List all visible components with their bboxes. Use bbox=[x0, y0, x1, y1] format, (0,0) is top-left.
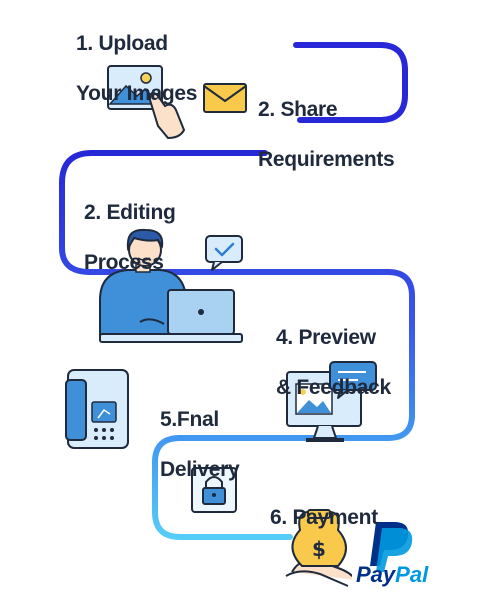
photo-upload-icon bbox=[107, 65, 186, 140]
money-bag-icon: $ bbox=[285, 509, 357, 587]
paypal-pay: Pay bbox=[356, 562, 396, 587]
step-delivery-label: 5.Fnal Delivery bbox=[160, 382, 240, 507]
chat-check-icon bbox=[205, 235, 243, 271]
person-laptop-icon bbox=[99, 228, 243, 343]
process-path bbox=[293, 42, 408, 123]
step-preview-line1: 4. Preview bbox=[276, 326, 376, 349]
step-editing-line1: 2. Editing bbox=[84, 201, 176, 224]
step-share-label: 2. Share Requirements bbox=[258, 72, 395, 197]
step-editing-label: 2. Editing Process bbox=[84, 175, 176, 300]
step-delivery-line2: Delivery bbox=[160, 458, 240, 481]
step-upload-line1: 1. Upload bbox=[76, 32, 168, 55]
process-path-main bbox=[59, 150, 415, 540]
step-upload-label: 1. Upload Your Images bbox=[76, 6, 197, 131]
paypal-logo bbox=[352, 508, 442, 588]
step-preview-line2: & Feedback bbox=[276, 376, 391, 399]
step-payment-line1: 6. Payment bbox=[270, 506, 378, 529]
step-upload-line2: Your Images bbox=[76, 82, 198, 105]
step-preview-label: 4. Preview & Feedback bbox=[276, 300, 391, 425]
monitor-feedback-icon bbox=[286, 361, 377, 442]
card-reader-icon bbox=[65, 369, 129, 449]
paypal-pal: Pal bbox=[395, 562, 429, 587]
step-delivery-line1: 5.Fnal bbox=[160, 408, 219, 431]
envelope-icon bbox=[203, 83, 247, 113]
step-editing-line2: Process bbox=[84, 251, 164, 274]
step-share-line2: Requirements bbox=[258, 148, 395, 171]
step-share-line1: 2. Share bbox=[258, 98, 338, 121]
padlock-icon bbox=[191, 467, 237, 513]
svg-text:$: $ bbox=[312, 537, 326, 561]
paypal-wordmark: PayPal bbox=[356, 562, 428, 588]
step-payment-label: 6. Payment bbox=[270, 480, 378, 555]
